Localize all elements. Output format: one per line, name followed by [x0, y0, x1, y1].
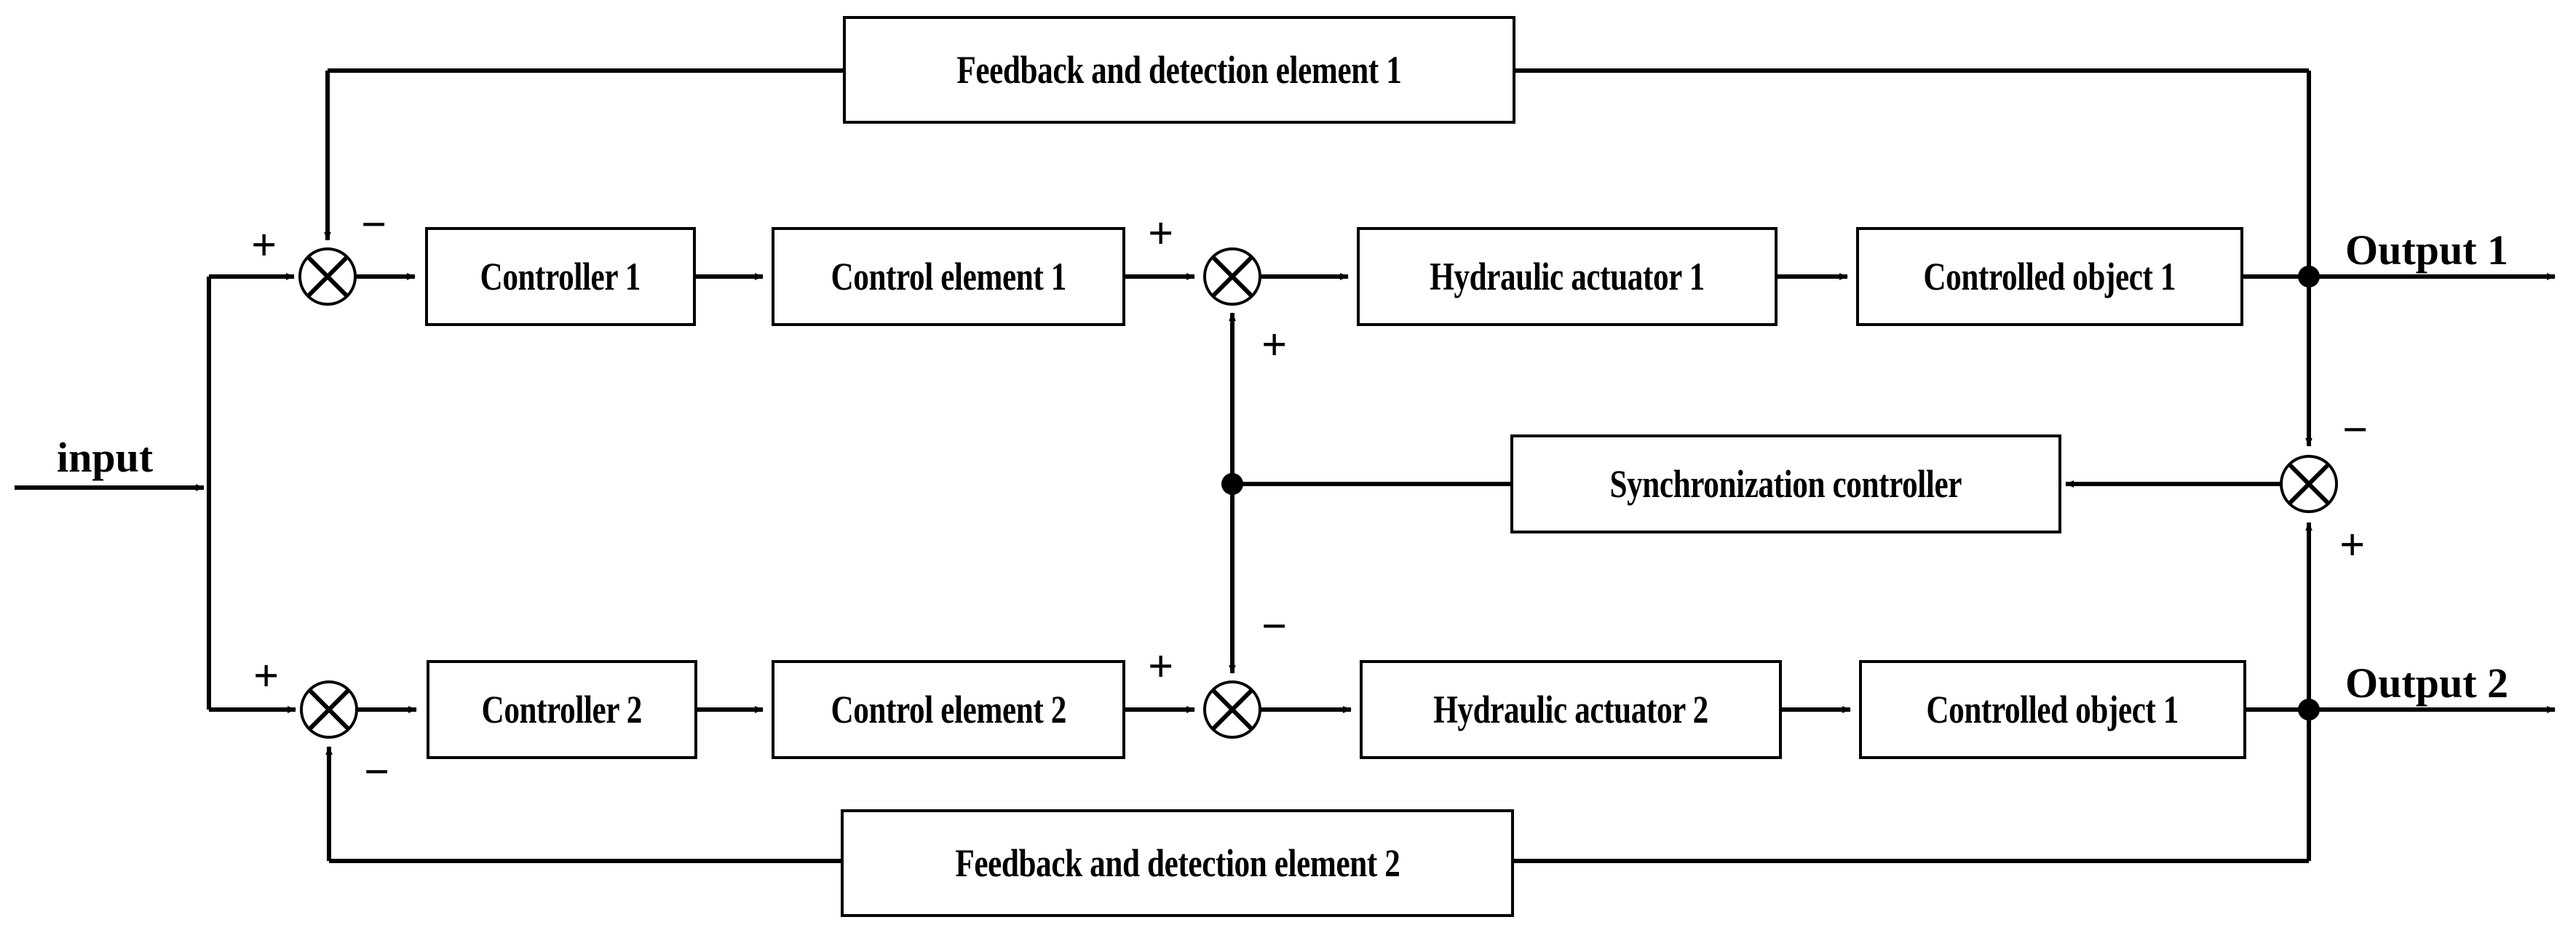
block-controller-2[interactable]: Controller 2 — [427, 660, 697, 759]
sign-summer1-plus: + — [251, 221, 277, 270]
block-controller-1-label: Controller 1 — [480, 255, 641, 298]
summer-5-cross — [2287, 462, 2331, 506]
label-output-2: Output 2 — [2345, 659, 2509, 707]
block-control-element-1-label: Control element 1 — [831, 255, 1066, 298]
block-feedback-element-2[interactable]: Feedback and detection element 2 — [841, 809, 1514, 917]
block-hydraulic-actuator-1-label: Hydraulic actuator 1 — [1430, 255, 1705, 298]
block-controller-2-label: Controller 2 — [481, 688, 643, 731]
block-hydraulic-actuator-1[interactable]: Hydraulic actuator 1 — [1357, 227, 1778, 326]
block-controlled-object-2-label: Controlled object 1 — [1926, 688, 2179, 731]
block-control-element-1[interactable]: Control element 1 — [772, 227, 1125, 326]
sign-summer5-plus-bottom: + — [2339, 520, 2366, 570]
label-output-1: Output 1 — [2345, 226, 2509, 274]
sign-summer2-plus-bottom: + — [1261, 320, 1288, 370]
summer-1-cross — [306, 255, 349, 298]
sign-summer1-minus: − — [361, 200, 387, 250]
sign-summer3-plus: + — [253, 651, 280, 701]
block-controller-1[interactable]: Controller 1 — [425, 227, 696, 326]
summer-4-cross — [1210, 688, 1254, 731]
summer-3-cross — [307, 688, 351, 731]
block-feedback-element-1[interactable]: Feedback and detection element 1 — [843, 16, 1515, 124]
sign-summer5-minus-top: − — [2342, 405, 2369, 455]
block-synchronization-controller[interactable]: Synchronization controller — [1510, 434, 2061, 533]
sign-summer3-minus: − — [364, 747, 390, 797]
block-control-element-2-label: Control element 2 — [831, 688, 1066, 731]
block-feedback-element-1-label: Feedback and detection element 1 — [956, 48, 1402, 92]
sign-summer4-minus-top: − — [1261, 602, 1288, 651]
sign-summer2-plus-left: + — [1148, 209, 1174, 258]
block-feedback-element-2-label: Feedback and detection element 2 — [954, 841, 1400, 885]
block-hydraulic-actuator-2-label: Hydraulic actuator 2 — [1433, 688, 1708, 731]
block-controlled-object-2[interactable]: Controlled object 1 — [1859, 660, 2246, 759]
label-input: input — [57, 434, 154, 481]
sign-summer4-plus-left: + — [1148, 642, 1174, 691]
dot-output2 — [2298, 699, 2320, 720]
summer-2-cross — [1210, 255, 1254, 298]
block-controlled-object-1-label: Controlled object 1 — [1923, 255, 2176, 298]
block-controlled-object-1[interactable]: Controlled object 1 — [1856, 227, 2243, 326]
block-hydraulic-actuator-2[interactable]: Hydraulic actuator 2 — [1360, 660, 1782, 759]
dot-sync-split — [1221, 473, 1243, 495]
dot-output1 — [2298, 266, 2320, 287]
block-control-element-2[interactable]: Control element 2 — [772, 660, 1125, 759]
block-synchronization-controller-label: Synchronization controller — [1609, 462, 1962, 506]
